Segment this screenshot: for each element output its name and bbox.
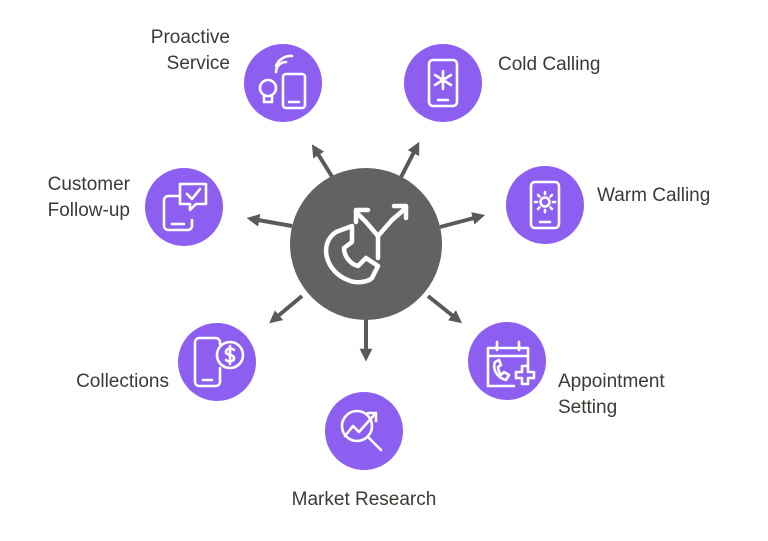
node-proactive-service [244, 44, 322, 122]
label-line: Service [166, 53, 230, 74]
phone-lightbulb-signal-icon [258, 54, 307, 110]
label-market-research: Market Research [264, 487, 464, 513]
phone-chat-check-icon [162, 182, 208, 232]
node-market-research [325, 392, 403, 470]
label-cold-calling: Cold Calling [498, 52, 600, 78]
node-cold-calling [404, 44, 482, 122]
label-warm-calling: Warm Calling [597, 183, 710, 209]
node-warm-calling [506, 166, 584, 244]
hub-circle [290, 168, 442, 320]
label-line: Cold Calling [498, 54, 601, 75]
phone-sun-icon [529, 180, 561, 230]
label-line: Collections [76, 371, 169, 392]
arrow-customer-follow-up [246, 213, 293, 228]
phone-snowflake-icon [427, 58, 459, 108]
phone-with-branching-arrows-icon [323, 203, 409, 285]
label-line: Warm Calling [597, 185, 711, 206]
label-line: Appointment [558, 371, 665, 392]
arrow-collections [269, 294, 304, 324]
arrow-warm-calling [439, 212, 486, 229]
label-customer-follow-up: Customer Follow-up [48, 172, 130, 224]
label-line: Customer [47, 174, 130, 195]
hub [290, 168, 442, 320]
label-line: Market Research [291, 489, 437, 510]
chart-magnifier-icon [340, 409, 383, 452]
node-appointment-setting [468, 322, 546, 400]
phone-dollar-icon [193, 336, 245, 388]
label-proactive-service: Proactive Service [151, 25, 230, 77]
node-collections [178, 323, 256, 401]
calendar-phone-plus-icon [486, 340, 536, 388]
label-line: Follow-up [47, 200, 130, 221]
label-line: Setting [558, 397, 618, 418]
node-customer-follow-up [145, 168, 223, 246]
label-appointment-setting: Appointment Setting [558, 369, 665, 421]
label-collections: Collections [76, 369, 169, 395]
arrow-appointment-setting [426, 294, 462, 324]
label-line: Proactive [150, 27, 230, 48]
